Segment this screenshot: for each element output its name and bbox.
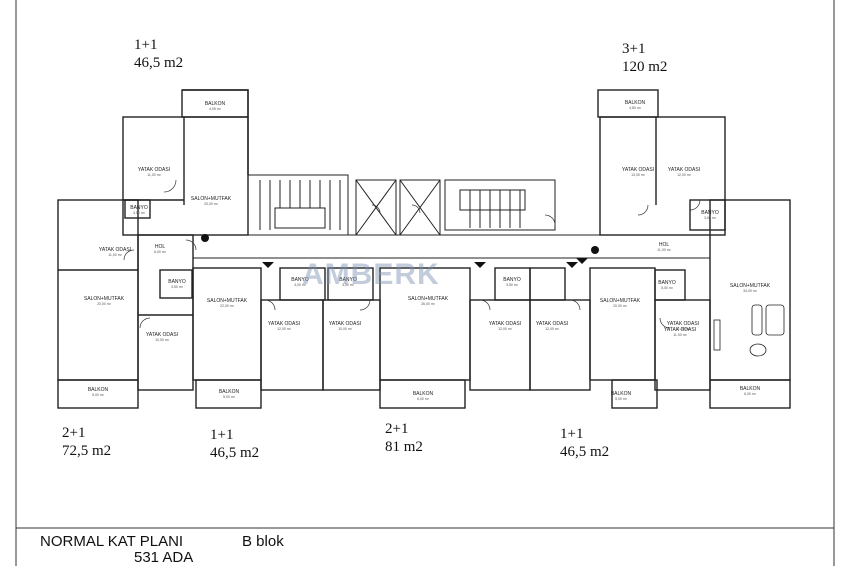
room-name: YATAK ODASI [146, 332, 178, 338]
room-name: YATAK ODASI [536, 321, 568, 327]
room-name: YATAK ODASI [668, 167, 700, 173]
room-name: BALKON [611, 391, 632, 397]
room-name: SALON+MUTFAK [730, 283, 771, 289]
room-area: 22,00 m² [220, 304, 235, 308]
unit-top-left-label: 1+1 46,5 m2 [134, 36, 183, 72]
room-name: BALKON [205, 101, 226, 107]
unit-bottom-2-label: 1+1 46,5 m2 [210, 426, 259, 462]
room-name: YATAK ODASI [99, 247, 131, 253]
room-name: YATAK ODASI [667, 321, 699, 327]
unit-area: 120 m2 [622, 59, 668, 75]
unit-area: 46,5 m2 [134, 55, 184, 71]
page-frame [15, 0, 835, 566]
room-area: 12,00 m² [677, 173, 692, 177]
room-area: 11,00 m² [108, 253, 122, 257]
room-area: 4,00 m² [294, 283, 307, 287]
furniture [713, 304, 785, 357]
room-area: 4,80 m² [629, 106, 642, 110]
block-name: B blok [242, 533, 284, 550]
room-area: 4,05 m² [209, 107, 222, 111]
room-area: 10,00 m² [155, 338, 170, 342]
room-area: 3,50 m² [171, 285, 184, 289]
building-outline [57, 89, 791, 409]
unit-area: 46,5 m2 [210, 445, 260, 461]
stair-core [193, 174, 710, 259]
room-area: 12,00 m² [545, 327, 560, 331]
room-area: 3,60 m² [704, 216, 717, 220]
unit-bottom-1-label: 2+1 72,5 m2 [62, 424, 111, 460]
parcel-name: 531 ADA [134, 549, 194, 566]
room-area: 3,50 m² [342, 283, 355, 287]
room-name: BANYO [130, 205, 148, 211]
unit-area: 81 m2 [385, 439, 423, 455]
room-area: 11,00 m² [673, 333, 687, 337]
room-area: 6,00 m² [417, 397, 430, 401]
unit-area: 72,5 m2 [62, 443, 112, 459]
room-area: 11,00 m² [657, 248, 671, 252]
room-name: SALON+MUTFAK [408, 296, 449, 302]
unit-type: 1+1 [560, 426, 584, 442]
unit-type: 1+1 [210, 427, 234, 443]
room-area: 34,00 m² [743, 289, 758, 293]
room-area: 12,00 m² [498, 327, 513, 331]
watermark-logo: AMBERK [302, 258, 440, 291]
room-area: 5,00 m² [223, 395, 236, 399]
entry-door-markers [201, 234, 599, 268]
room-area: 11,00 m² [676, 327, 690, 331]
room-name: BANYO [168, 279, 186, 285]
room-area: 20,00 m² [613, 304, 628, 308]
room-area: 20,00 m² [97, 302, 112, 306]
door-swings [123, 179, 701, 329]
room-name: BANYO [503, 277, 521, 283]
room-name: BALKON [88, 387, 109, 393]
room-name: BANYO [291, 277, 309, 283]
room-name: YATAK ODASI [622, 167, 654, 173]
room-name: SALON+MUTFAK [84, 296, 125, 302]
room-name: BANYO [701, 210, 719, 216]
room-name: BALKON [740, 386, 761, 392]
room-name: YATAK ODASI [489, 321, 521, 327]
room-name: HOL [155, 244, 166, 250]
room-area: 13,00 m² [631, 173, 646, 177]
room-name: YATAK ODASI [664, 327, 696, 333]
unit-type: 1+1 [134, 37, 158, 53]
unit-bottom-3-label: 2+1 81 m2 [385, 420, 423, 456]
room-name: SALON+MUTFAK [191, 196, 232, 202]
unit-type: 2+1 [385, 421, 409, 437]
room-area: 5,00 m² [615, 397, 628, 401]
room-area: 26,00 m² [421, 302, 436, 306]
room-area: 12,00 m² [277, 327, 292, 331]
room-area: 5,00 m² [92, 393, 105, 397]
unit-type: 2+1 [62, 425, 86, 441]
room-name: BANYO [658, 280, 676, 286]
room-area: 5,00 m² [661, 286, 674, 290]
unit-bottom-4-label: 1+1 46,5 m2 [560, 425, 609, 461]
plan-name: NORMAL KAT PLANI [40, 533, 184, 550]
room-area: 10,00 m² [338, 327, 353, 331]
unit-type: 3+1 [622, 41, 646, 57]
room-name: SALON+MUTFAK [600, 298, 641, 304]
room-name: YATAK ODASI [268, 321, 300, 327]
room-name: BALKON [219, 389, 240, 395]
room-name: YATAK ODASI [329, 321, 361, 327]
room-area: 6,00 m² [744, 392, 757, 396]
room-name: BALKON [413, 391, 434, 397]
room-area: 20,00 m² [204, 202, 219, 206]
room-name: YATAK ODASI [138, 167, 170, 173]
room-area: 6,00 m² [154, 250, 167, 254]
unit-top-right-label: 3+1 120 m2 [622, 40, 667, 76]
room-name: BALKON [625, 100, 646, 106]
room-name: SALON+MUTFAK [207, 298, 248, 304]
room-area: 3,50 m² [506, 283, 519, 287]
room-area: 3,50 m² [133, 211, 146, 215]
room-area: 11,00 m² [147, 173, 161, 177]
room-name: HOL [659, 242, 670, 248]
room-name: BANYO [339, 277, 357, 283]
unit-area: 46,5 m2 [560, 444, 610, 460]
